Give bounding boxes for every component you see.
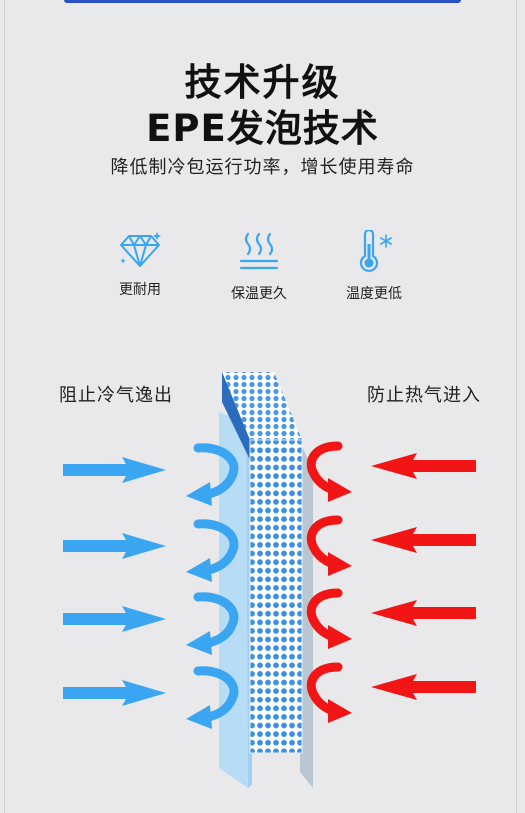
heat-arrow-2	[371, 527, 476, 553]
left-border-line	[4, 0, 5, 813]
foam-side-face	[222, 372, 250, 460]
cold-arrow-2	[63, 533, 166, 559]
foam-front-face	[250, 440, 302, 753]
heat-waves-icon	[239, 232, 279, 270]
cold-curl-2	[186, 519, 239, 582]
right-border-line	[516, 0, 517, 813]
epe-foam-diagram	[63, 372, 476, 788]
cold-arrow-1	[63, 457, 166, 483]
feature-label-lower-temp: 温度更低	[346, 286, 402, 302]
feature-insulation: 保温更久	[199, 230, 319, 303]
left-label-block-cold: 阻止冷气逸出	[59, 385, 173, 406]
feature-label-insulation: 保温更久	[231, 286, 287, 302]
cold-straight-arrows	[63, 457, 166, 706]
heat-arrow-3	[371, 600, 476, 626]
feature-lower-temp: 温度更低	[314, 230, 434, 303]
heat-arrow-1	[371, 453, 476, 479]
cold-curl-arrows	[186, 443, 239, 729]
foam-front-outline	[249, 439, 303, 754]
cold-side-film	[219, 412, 248, 788]
heat-straight-arrows	[371, 453, 476, 700]
cold-arrow-3	[63, 606, 166, 632]
heat-curl-2	[306, 515, 352, 576]
foam-top-face	[222, 372, 302, 440]
title-line-2: EPE发泡技术	[146, 107, 379, 150]
title-line-1: 技术升级	[184, 61, 341, 104]
top-accent-bar	[64, 0, 461, 3]
heat-curl-1	[306, 441, 352, 502]
heat-curl-3	[306, 588, 352, 649]
heat-curl-arrows	[306, 441, 352, 723]
cold-arrow-4	[63, 680, 166, 706]
cold-curl-4	[186, 666, 239, 729]
heat-arrow-4	[371, 674, 476, 700]
heat-curl-4	[306, 662, 352, 723]
feature-label-durable: 更耐用	[119, 282, 161, 298]
feature-durable: 更耐用	[80, 230, 200, 299]
right-label-block-heat: 防止热气进入	[367, 385, 481, 406]
subtitle: 降低制冷包运行功率，增长使用寿命	[110, 157, 415, 178]
cold-curl-1	[186, 443, 239, 506]
cold-curl-3	[186, 592, 239, 655]
diamond-icon	[120, 232, 161, 267]
thermometer-snowflake-icon	[359, 230, 393, 273]
